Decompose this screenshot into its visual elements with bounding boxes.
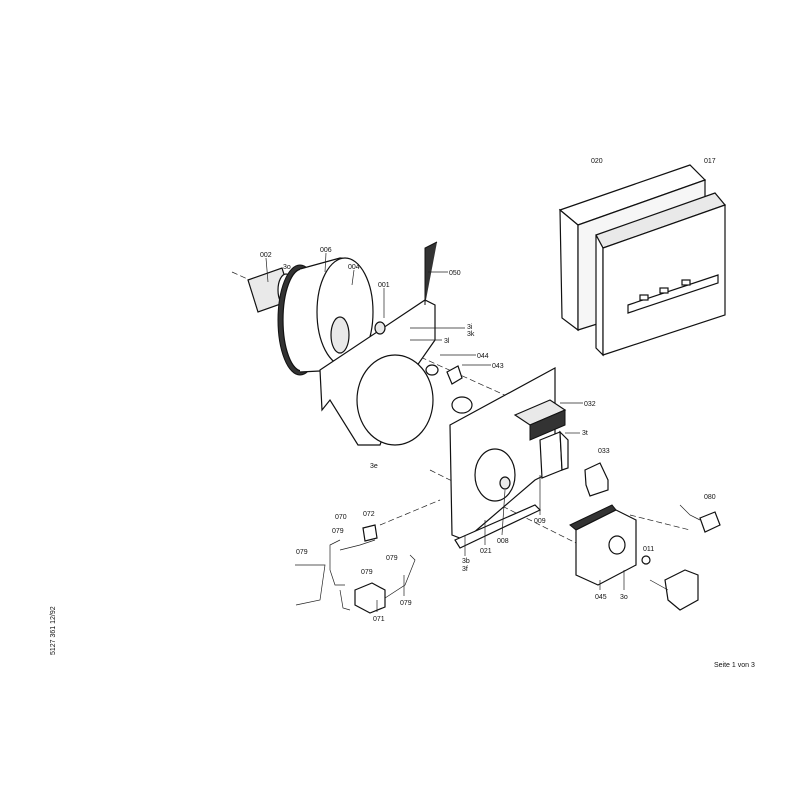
label-3l: 3l <box>444 338 450 345</box>
label-033: 033 <box>598 448 610 455</box>
flame-sensor-011 <box>664 569 699 611</box>
label-043: 043 <box>492 363 504 370</box>
label-070: 070 <box>335 514 347 521</box>
label-071: 071 <box>373 616 385 623</box>
pump-071 <box>354 582 386 614</box>
label-3e: 3e <box>370 463 378 470</box>
label-080: 080 <box>704 494 716 501</box>
label-3i: 3i <box>467 324 473 331</box>
cap-033 <box>584 462 609 497</box>
oil-line-079 <box>295 539 416 611</box>
housing-cover-017 <box>595 192 727 357</box>
rod-050 <box>424 241 438 305</box>
label-017: 017 <box>704 158 716 165</box>
label-079-b: 079 <box>296 549 308 556</box>
label-001: 001 <box>378 282 390 289</box>
page-indicator: Seite 1 von 3 <box>714 662 755 669</box>
label-006: 006 <box>320 247 332 254</box>
burner-housing-001 <box>319 299 436 446</box>
control-box-045 <box>569 504 637 586</box>
label-3f: 3f <box>462 566 468 573</box>
label-079-c: 079 <box>386 555 398 562</box>
label-011: 011 <box>643 546 654 553</box>
label-072: 072 <box>363 511 375 518</box>
label-045: 045 <box>595 594 607 601</box>
label-3o: 3o <box>283 264 291 271</box>
document-code: 5127 361 12/92 <box>50 606 57 655</box>
label-008: 008 <box>497 538 509 545</box>
label-3b: 3b <box>462 558 470 565</box>
label-032: 032 <box>584 401 596 408</box>
label-079-d: 079 <box>361 569 373 576</box>
label-021: 021 <box>480 548 492 555</box>
label-079-a: 079 <box>332 528 344 535</box>
valve-072 <box>362 524 378 542</box>
label-002: 002 <box>260 252 272 259</box>
plug-080 <box>699 511 721 533</box>
label-079-e: 079 <box>400 600 412 607</box>
label-044: 044 <box>477 353 489 360</box>
ring-044 <box>425 364 439 376</box>
label-009: 009 <box>534 518 546 525</box>
relay-3t <box>539 430 569 479</box>
cover-043 <box>446 365 463 385</box>
label-050: 050 <box>449 270 461 277</box>
label-3k: 3k <box>467 331 475 338</box>
ignition-transformer-032 <box>513 399 567 441</box>
label-004: 004 <box>348 264 360 271</box>
label-3o-b: 3o <box>620 594 628 601</box>
label-020: 020 <box>591 158 603 165</box>
fan-wheel-006 <box>277 257 374 376</box>
label-3t: 3t <box>582 430 588 437</box>
